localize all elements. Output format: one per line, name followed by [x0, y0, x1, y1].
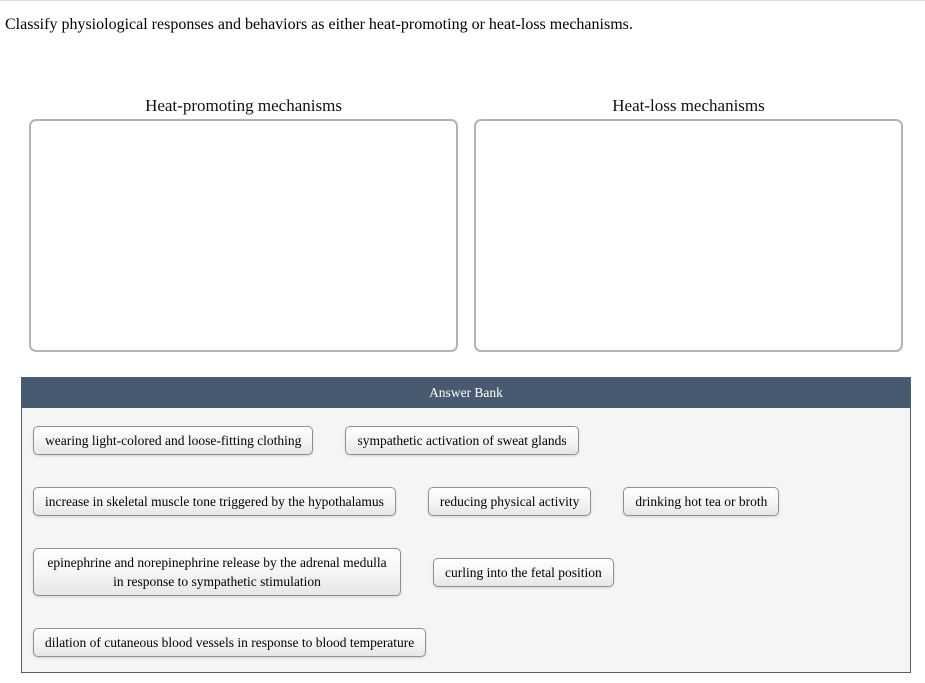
page-top-divider — [0, 0, 925, 1]
bin-label-heat-promoting: Heat-promoting mechanisms — [145, 95, 342, 115]
chip-light-clothing[interactable]: wearing light-colored and loose-fitting … — [33, 425, 314, 455]
bin-heat-promoting: Heat-promoting mechanisms — [29, 96, 458, 352]
chip-reduce-activity[interactable]: reducing physical activity — [427, 486, 592, 516]
answer-bank-row: epinephrine and norepinephrine release b… — [33, 547, 899, 597]
answer-bank-row: dilation of cutaneous blood vessels in r… — [33, 628, 899, 658]
chip-sweat-glands[interactable]: sympathetic activation of sweat glands — [345, 425, 579, 455]
chip-muscle-tone[interactable]: increase in skeletal muscle tone trigger… — [33, 486, 396, 516]
bin-heat-loss: Heat-loss mechanisms — [474, 96, 903, 352]
dropzone-heat-promoting[interactable] — [29, 118, 458, 352]
answer-bank: Answer Bank wearing light-colored and lo… — [21, 376, 911, 674]
chip-fetal-position[interactable]: curling into the fetal position — [433, 557, 614, 587]
answer-bank-body: wearing light-colored and loose-fitting … — [22, 407, 910, 673]
classification-bins: Heat-promoting mechanisms Heat-loss mech… — [29, 96, 903, 352]
answer-bank-row: wearing light-colored and loose-fitting … — [33, 425, 899, 455]
answer-bank-header: Answer Bank — [22, 377, 910, 408]
chip-hot-tea[interactable]: drinking hot tea or broth — [623, 486, 780, 516]
chip-vessel-dilation[interactable]: dilation of cutaneous blood vessels in r… — [33, 628, 427, 658]
answer-bank-row: increase in skeletal muscle tone trigger… — [33, 486, 899, 516]
dropzone-heat-loss[interactable] — [474, 118, 903, 352]
chip-epinephrine-release[interactable]: epinephrine and norepinephrine release b… — [33, 547, 401, 597]
answer-bank-title: Answer Bank — [429, 384, 503, 400]
instruction-text: Classify physiological responses and beh… — [5, 16, 633, 33]
bin-label-heat-loss: Heat-loss mechanisms — [612, 95, 765, 115]
